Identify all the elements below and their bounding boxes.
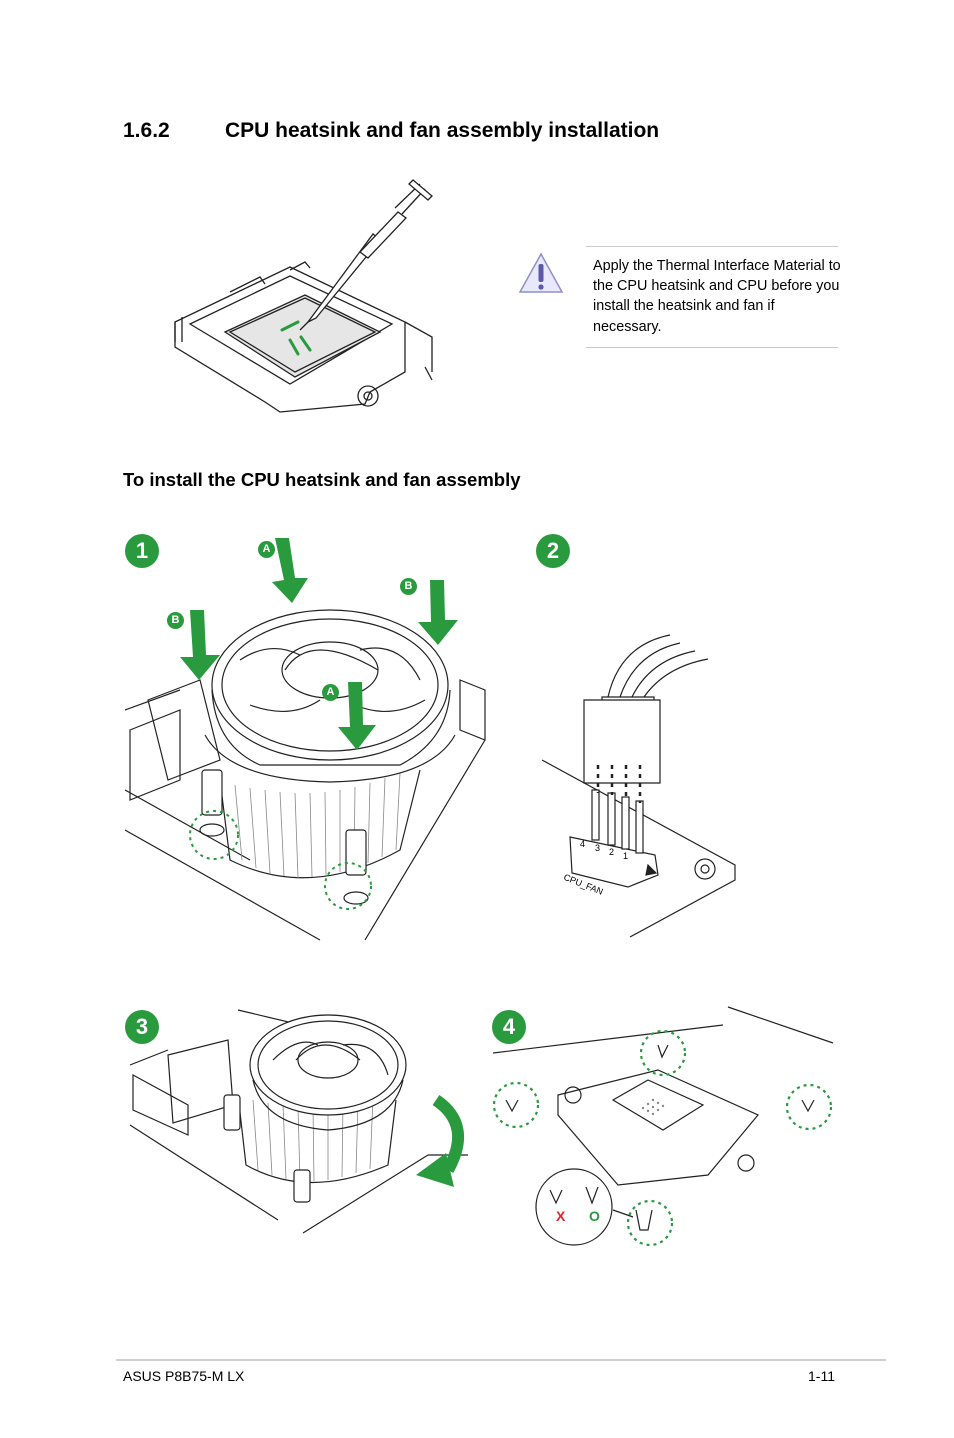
pin-1-label: 1	[623, 851, 629, 861]
label-a-top: A	[258, 541, 275, 558]
label-a-mid: A	[322, 684, 339, 701]
pin-3-label: 3	[595, 843, 601, 853]
note-box	[586, 246, 838, 348]
section-title: CPU heatsink and fan assembly installati…	[225, 119, 660, 142]
pin-4-label: 4	[580, 839, 586, 849]
step-3-illustration	[129, 1009, 468, 1234]
step-3-badge: 3	[125, 1010, 159, 1044]
step-1-illustration	[124, 538, 486, 941]
step-4-badge: 4	[492, 1010, 526, 1044]
step-4-illustration	[492, 1006, 834, 1247]
step-1-badge: 1	[125, 534, 159, 568]
section-number: 1.6.2	[123, 119, 170, 142]
label-b-right: B	[400, 578, 417, 595]
footer-page-number: 1-11	[808, 1368, 835, 1384]
label-b-left: B	[167, 612, 184, 629]
right-mark: O	[589, 1208, 600, 1224]
note-text: Apply the Thermal Interface Material to …	[593, 258, 841, 335]
warning-icon	[518, 252, 564, 293]
thermal-paste-illustration	[174, 179, 433, 413]
footer-divider	[116, 1359, 886, 1361]
footer-product: ASUS P8B75-M LX	[123, 1368, 245, 1384]
step-2-badge: 2	[536, 534, 570, 568]
wrong-mark: X	[556, 1208, 566, 1224]
step-2-illustration	[541, 634, 736, 938]
install-subheading: To install the CPU heatsink and fan asse…	[123, 469, 521, 490]
pin-2-label: 2	[609, 847, 615, 857]
